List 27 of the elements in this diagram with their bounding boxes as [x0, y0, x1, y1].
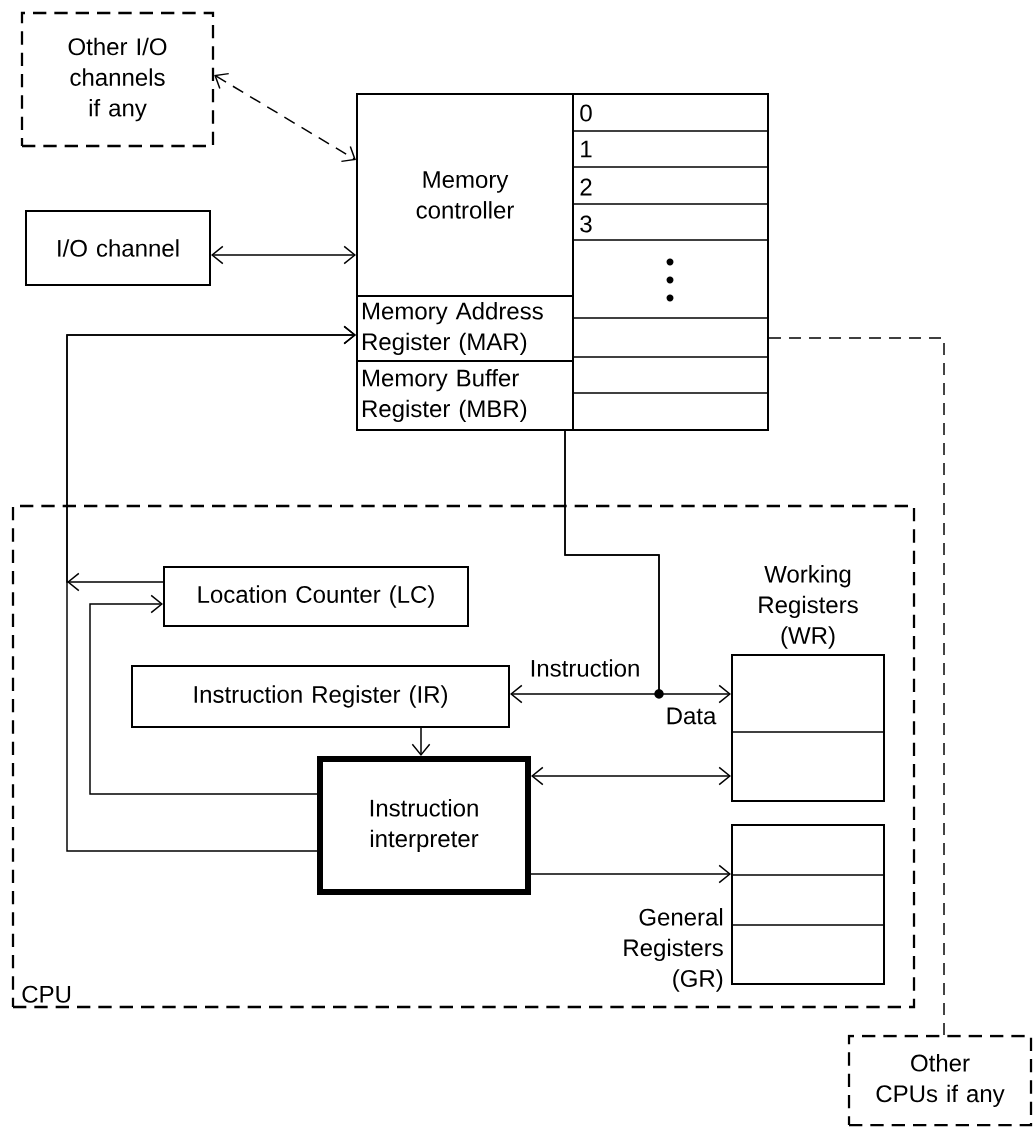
register-label: General Registers (GR)	[624, 908, 723, 992]
arrow	[66, 325, 356, 592]
arrow	[411, 727, 431, 756]
arrow	[530, 864, 731, 884]
controller-box: Memory controller	[356, 93, 574, 297]
address-number: 3	[580, 215, 592, 233]
cpu-box: Other CPUs if any	[847, 1034, 1033, 1127]
register-label: Working Registers (WR)	[759, 565, 858, 649]
address-number: 1	[581, 140, 592, 158]
edge-label: Data	[664, 706, 718, 726]
channel-box: Other I/O channels if any	[20, 11, 215, 148]
arrow	[89, 594, 318, 795]
arrow	[211, 245, 356, 265]
channel-box: I/O channel	[25, 210, 211, 286]
address-number: 2	[580, 178, 592, 196]
edge-label: Instruction	[528, 657, 642, 679]
arrow	[214, 72, 356, 163]
register-box: Instruction Register (IR)	[131, 665, 510, 728]
memory-word-array	[572, 93, 769, 431]
register-box: Memory Buffer Register (MBR)	[356, 360, 574, 431]
register-box: Memory Address Register (MAR)	[356, 295, 574, 362]
arrow	[531, 766, 731, 786]
interpreter-box: Instruction interpreter	[317, 756, 531, 895]
address-number: 0	[580, 104, 592, 122]
counter-box: Location Counter (LC)	[163, 566, 469, 627]
arrow	[564, 430, 731, 704]
cpu-label: CPU	[22, 985, 71, 1003]
